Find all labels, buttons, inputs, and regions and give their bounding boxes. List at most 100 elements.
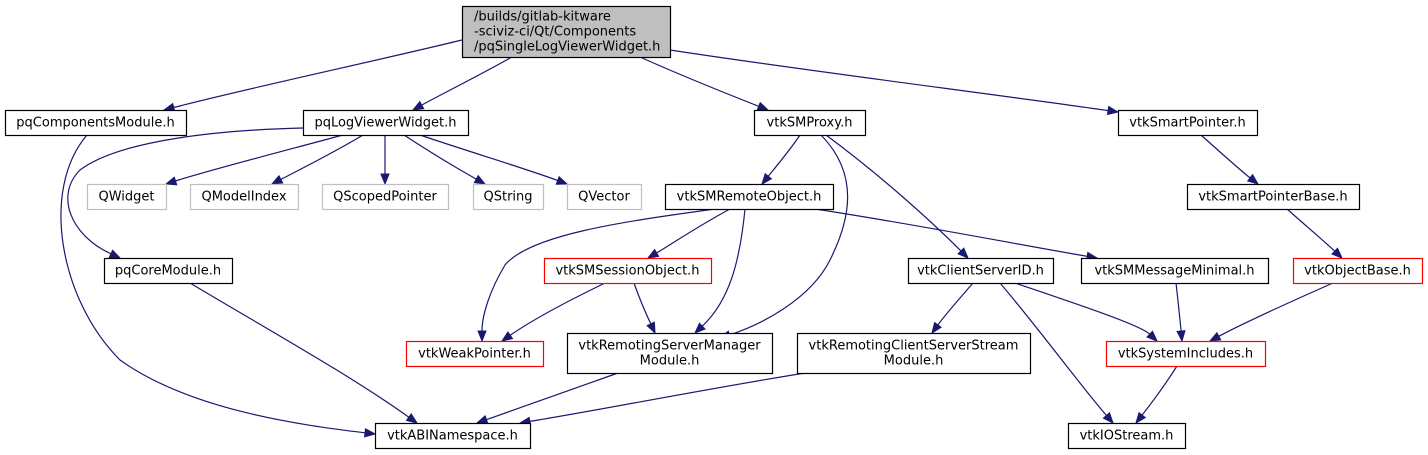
node-label: vtkSystemIncludes.h (1118, 347, 1253, 362)
edge-vtkSMProxy-to-vtkSMRemoteObject (761, 134, 801, 186)
node-vtkObjectBase[interactable]: vtkObjectBase.h (1292, 257, 1424, 285)
node-box (374, 422, 532, 450)
node-vtkABINamespace[interactable]: vtkABINamespace.h (374, 422, 532, 450)
arrowhead-icon (411, 100, 425, 111)
node-QModelIndex: QModelIndex (189, 183, 300, 211)
node-vtkClientServerID[interactable]: vtkClientServerID.h (907, 257, 1055, 285)
node-QScopedPointer: QScopedPointer (321, 183, 450, 211)
nodes-layer: /builds/gitlab-kitware-sciviz-ci/Qt/Comp… (4, 5, 1424, 450)
arrowhead-icon (270, 174, 284, 185)
node-label: QWidget (98, 190, 154, 205)
edge-root-to-pqComponentsModule (162, 39, 463, 112)
node-vtkSmartPointer[interactable]: vtkSmartPointer.h (1117, 109, 1259, 137)
arrowhead-icon (1106, 105, 1120, 116)
arrowhead-icon (380, 173, 390, 186)
edge-line (189, 282, 410, 418)
edge-line (814, 208, 1088, 257)
node-box (472, 183, 545, 211)
node-vtkSMProxy[interactable]: vtkSMProxy.h (753, 109, 867, 137)
arrowhead-icon (1146, 330, 1158, 342)
node-box (321, 183, 450, 211)
arrowhead-icon (1102, 411, 1114, 425)
arrowhead-icon (694, 322, 706, 334)
node-vtkSMSessionObject[interactable]: vtkSMSessionObject.h (543, 257, 713, 285)
node-box (405, 340, 545, 368)
edge-vtkSystemIncludes-to-vtkIOStream (1135, 365, 1178, 425)
arrowhead-icon (164, 176, 178, 186)
edge-vtkSMRemoteObject-to-vtkSMSessionObject (646, 208, 731, 259)
node-label: vtkObjectBase.h (1304, 264, 1411, 279)
node-box (796, 332, 1032, 375)
edge-vtkClientServerID-to-vtkRemotingClientServerStreamModule (931, 282, 974, 335)
node-box (189, 183, 300, 211)
node-vtkSystemIncludes[interactable]: vtkSystemIncludes.h (1105, 340, 1267, 368)
arrowhead-icon (646, 248, 660, 259)
node-box (907, 257, 1055, 285)
arrowhead-icon (756, 101, 770, 111)
node-box (1080, 257, 1270, 285)
edge-vtkSMSessionObject-to-vtkWeakPointer (500, 282, 606, 342)
edge-line (999, 282, 1107, 416)
node-label: pqComponentsModule.h (16, 116, 174, 131)
edge-line (1286, 208, 1336, 252)
edge-line (67, 127, 304, 255)
node-label: QVector (578, 190, 630, 205)
node-box (664, 183, 835, 211)
node-vtkSMRemoteObject[interactable]: vtkSMRemoteObject.h (664, 183, 835, 211)
arrowhead-icon (646, 321, 656, 335)
edge-line (419, 134, 558, 182)
edge-vtkSMProxy-to-vtkRemotingServerManagerModule (718, 134, 849, 340)
edge-line (767, 134, 801, 177)
node-vtkSMMessageMinimal[interactable]: vtkSMMessageMinimal.h (1080, 257, 1270, 285)
node-box (1117, 109, 1259, 137)
node-label: /builds/gitlab-kitware (474, 10, 611, 25)
edge-line (529, 372, 806, 422)
node-root[interactable]: /builds/gitlab-kitware-sciviz-ci/Qt/Comp… (461, 5, 672, 59)
arrowhead-icon (477, 330, 487, 343)
arrowhead-icon (957, 247, 969, 259)
node-box (4, 109, 188, 137)
node-vtkIOStream[interactable]: vtkIOStream.h (1067, 422, 1187, 450)
edge-vtkSmartPointer-to-vtkSmartPointerBase (1200, 134, 1260, 185)
node-vtkWeakPointer[interactable]: vtkWeakPointer.h (405, 340, 545, 368)
edge-root-to-vtkSMProxy (639, 56, 770, 111)
node-label: -sciviz-ci/Qt/Components (474, 25, 636, 40)
edge-pqLogViewerWidget-to-QScopedPointer (380, 135, 390, 186)
arrowhead-icon (364, 428, 377, 438)
edge-vtkSMRemoteObject-to-vtkSMMessageMinimal (814, 208, 1099, 261)
node-label: QString (483, 190, 532, 205)
arrowhead-icon (761, 172, 773, 186)
node-label: vtkIOStream.h (1080, 429, 1174, 444)
arrowhead-icon (1208, 331, 1222, 342)
edge-line (639, 56, 759, 107)
node-label: vtkRemotingServerManager (578, 339, 761, 354)
node-label: vtkSMSessionObject.h (555, 264, 699, 279)
edges-layer (60, 39, 1343, 438)
node-label: Module.h (884, 354, 944, 369)
edge-vtkSMRemoteObject-to-vtkWeakPointer (477, 208, 716, 343)
node-box (302, 109, 470, 137)
edge-line (633, 282, 652, 325)
node-label: vtkSmartPointer.h (1129, 116, 1245, 131)
edge-line (669, 49, 1109, 112)
node-box (753, 109, 867, 137)
node-label: QModelIndex (201, 190, 286, 205)
node-box (1105, 340, 1267, 368)
edge-vtkClientServerID-to-vtkIOStream (999, 282, 1114, 425)
node-label: /pqSingleLogViewerWidget.h (474, 40, 660, 55)
edge-root-to-pqLogViewerWidget (411, 56, 513, 111)
node-pqLogViewerWidget[interactable]: pqLogViewerWidget.h (302, 109, 470, 137)
node-pqComponentsModule[interactable]: pqComponentsModule.h (4, 109, 188, 137)
node-label: vtkSMRemoteObject.h (677, 190, 822, 205)
node-pqCoreModule[interactable]: pqCoreModule.h (103, 257, 234, 285)
edge-pqLogViewerWidget-to-QString (403, 134, 487, 185)
edge-vtkSMSessionObject-to-vtkRemotingServerManagerModule (633, 282, 656, 335)
edge-vtkRemotingServerManagerModule-to-vtkABINamespace (475, 372, 619, 425)
node-box (566, 332, 774, 375)
edge-line (729, 134, 849, 336)
node-label: vtkWeakPointer.h (418, 347, 531, 362)
node-vtkSmartPointerBase[interactable]: vtkSmartPointerBase.h (1186, 183, 1361, 211)
